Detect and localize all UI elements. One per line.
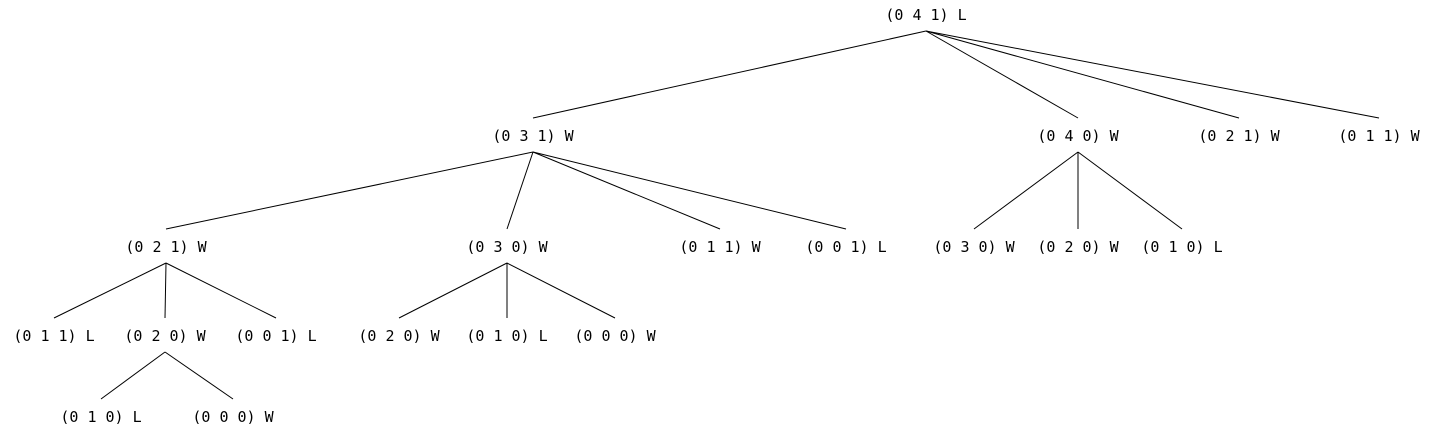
tree-edge (164, 262, 167, 319)
tree-edge (925, 30, 1079, 119)
tree-node: (0 3 0) W (466, 238, 548, 256)
tree-edge (506, 262, 616, 319)
tree-node: (0 2 0) W (1037, 238, 1119, 256)
tree-edge (165, 262, 277, 319)
tree-node: (0 4 1) L (885, 6, 967, 24)
tree-node: (0 1 0) L (1141, 238, 1223, 256)
tree-node: (0 1 1) W (679, 238, 761, 256)
tree-edge (398, 262, 508, 319)
tree-edge (925, 30, 1240, 119)
tree-node: (0 2 0) W (124, 327, 206, 345)
tree-edge (506, 151, 534, 230)
tree-edge (53, 262, 167, 319)
tree-node: (0 2 0) W (358, 327, 440, 345)
tree-node: (0 0 0) W (192, 408, 274, 426)
tree-node: (0 2 1) W (1198, 127, 1280, 145)
tree-node: (0 4 0) W (1037, 127, 1119, 145)
tree-node: (0 0 0) W (574, 327, 656, 345)
tree-edge (164, 351, 234, 400)
tree-node: (0 3 0) W (933, 238, 1015, 256)
tree-edge (532, 151, 721, 230)
tree-node: (0 0 1) L (805, 238, 887, 256)
tree-node: (0 2 1) W (125, 238, 207, 256)
tree-node: (0 1 1) L (13, 327, 95, 345)
tree-edge (532, 151, 847, 230)
tree-edge (925, 30, 1380, 119)
tree-node: (0 0 1) L (235, 327, 317, 345)
tree-edge (100, 351, 166, 400)
tree-edge (165, 151, 534, 230)
tree-edge (532, 30, 927, 119)
tree-node: (0 1 0) L (60, 408, 142, 426)
tree-edge (1077, 151, 1183, 230)
tree-edge (973, 151, 1079, 230)
tree-node: (0 3 1) W (492, 127, 574, 145)
tree-node: (0 1 1) W (1338, 127, 1420, 145)
tree-node: (0 1 0) L (466, 327, 548, 345)
